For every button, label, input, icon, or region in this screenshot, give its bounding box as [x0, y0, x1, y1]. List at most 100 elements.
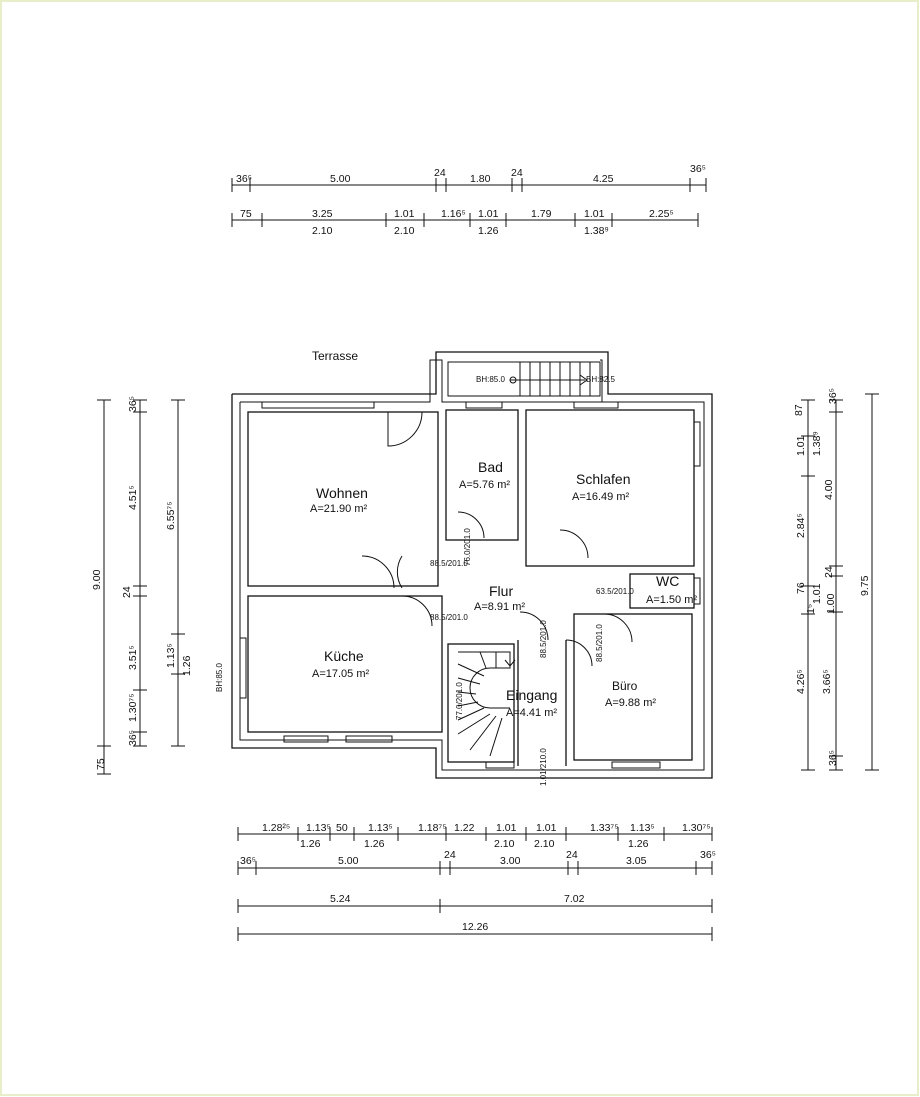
- dim-left-inner-5: 36⁵: [127, 730, 139, 746]
- dim-left-inner-1: 4.51⁵: [127, 485, 139, 510]
- dim-right-7: 1.00: [825, 593, 837, 614]
- dim-bottom2-0: 36⁵: [240, 855, 256, 867]
- dim-top2-4: 1.01: [478, 208, 499, 220]
- dim-right-4: 4.00: [823, 479, 835, 500]
- terrace-stairs: [509, 362, 591, 396]
- annot-2: BH:85.0: [215, 663, 224, 692]
- top-dimension-row-1: 36⁵ 5.00 24 1.80 24 4.25 36⁵: [231, 163, 707, 192]
- dim-bottom1-7: 1.01: [536, 822, 557, 834]
- dim-top2-l1: 2.10: [394, 225, 415, 237]
- dim-bottom3-1: 7.02: [564, 893, 585, 905]
- door-swings: [361, 411, 633, 667]
- dim-bottom2-2: 24: [444, 849, 456, 861]
- room-area-wc: A=1.50 m²: [646, 594, 697, 606]
- annot-4: 88.5/201.0: [430, 613, 468, 622]
- dim-top2-7: 2.25⁵: [649, 208, 674, 220]
- dim-right-5: 2.84⁵: [795, 513, 807, 538]
- dim-left-inner-2: 24: [121, 586, 133, 598]
- room-name-bad: Bad: [478, 459, 503, 475]
- dim-bottom1-0: 1.28²⁵: [262, 822, 290, 834]
- dim-top1-4: 24: [511, 167, 523, 179]
- dim-bottom2-5: 3.05: [626, 855, 647, 867]
- dim-top2-5: 1.79: [531, 208, 552, 220]
- dim-right-6: 24: [823, 566, 835, 578]
- dim-right-13: 36⁵: [827, 750, 839, 766]
- dim-top2-3: 1.16⁵: [441, 208, 466, 220]
- dim-bottom1-l3: 2.10: [534, 838, 555, 850]
- top-dimension-row-2: 75 3.25 1.01 1.16⁵ 1.01 1.79 1.01 2.25⁵ …: [231, 208, 699, 237]
- dim-right-8: 1.01: [811, 583, 823, 604]
- annot-8: 88.5/201.0: [595, 624, 604, 662]
- dim-bottom1-9: 1.13⁵: [630, 822, 655, 834]
- annot-3: 88.5/201.0: [430, 559, 468, 568]
- bottom-dimension-row-4: 12.26: [237, 921, 713, 941]
- dim-right-1: 36⁵: [827, 388, 839, 404]
- dim-bottom2-4: 24: [566, 849, 578, 861]
- dim-bottom2-3: 3.00: [500, 855, 521, 867]
- right-dimensions: 87 36⁵ 1.01 1.38⁹ 4.00 2.84⁵ 24 1.00 1.0…: [793, 388, 879, 771]
- dim-right-12: 4.26⁵: [795, 669, 807, 694]
- dim-right-0: 87: [793, 404, 805, 416]
- dim-top2-l3: 1.38⁹: [584, 225, 609, 237]
- dim-left-outer-0: 9.00: [91, 569, 103, 590]
- dim-bottom1-l4: 1.26: [628, 838, 649, 850]
- room-area-schlafen: A=16.49 m²: [572, 491, 630, 503]
- room-area-flur: A=8.91 m²: [474, 601, 525, 613]
- dim-top1-5: 4.25: [593, 173, 614, 185]
- room-area-wohnen: A=21.90 m²: [310, 503, 368, 515]
- dim-top2-l2: 1.26: [478, 225, 499, 237]
- dim-top1-0: 36⁵: [236, 173, 252, 185]
- room-area-eingang: A=4.41 m²: [506, 707, 557, 719]
- dim-top1-1: 5.00: [330, 173, 351, 185]
- annot-9: 77.0/201.0: [455, 682, 464, 720]
- room-area-bad: A=5.76 m²: [459, 479, 510, 491]
- room-name-wohnen: Wohnen: [316, 485, 368, 501]
- opening-annotations: BH:85.0 BH:82.5 BH:85.0 88.5/201.0 88.5/…: [215, 375, 634, 786]
- dim-bottom3-0: 5.24: [330, 893, 351, 905]
- room-area-buero: A=9.88 m²: [605, 697, 656, 709]
- bottom-dimension-row-3: 5.24 7.02: [237, 893, 713, 913]
- dim-bottom1-2: 50: [336, 822, 348, 834]
- room-labels: Wohnen A=21.90 m² Küche A=17.05 m² Bad A…: [310, 459, 697, 719]
- dim-bottom2-6: 36⁵: [700, 849, 716, 861]
- room-name-eingang: Eingang: [506, 687, 557, 703]
- dim-left-third-2: 1.26: [181, 655, 193, 676]
- dim-top2-1: 3.25: [312, 208, 333, 220]
- building-walls: [231, 351, 713, 779]
- dim-right-2: 1.01: [795, 435, 807, 456]
- annot-6: 63.5/201.0: [596, 587, 634, 596]
- dim-right-10: 1⁵: [805, 604, 817, 614]
- dim-top1-3: 1.80: [470, 173, 491, 185]
- dim-bottom1-3: 1.13⁵: [368, 822, 393, 834]
- bottom-dimension-row-2: 36⁵ 5.00 24 3.00 24 3.05 36⁵: [237, 849, 716, 875]
- dim-top1-2: 24: [434, 167, 446, 179]
- annot-10: 1.01/210.0: [539, 748, 548, 786]
- room-name-flur: Flur: [489, 583, 513, 599]
- dim-bottom1-l1: 1.26: [364, 838, 385, 850]
- dim-bottom1-l2: 2.10: [494, 838, 515, 850]
- dim-bottom1-l0: 1.26: [300, 838, 321, 850]
- bottom-dimension-row-1: 1.28²⁵ 1.13⁵ 50 1.13⁵ 1.18⁷⁵ 1.22 1.01 1…: [237, 822, 713, 850]
- dim-bottom1-8: 1.33⁷⁵: [590, 822, 619, 834]
- dim-bottom1-5: 1.22: [454, 822, 475, 834]
- dim-top1-6: 36⁵: [690, 163, 706, 175]
- dim-bottom1-4: 1.18⁷⁵: [418, 822, 447, 834]
- dim-right-9: 76: [795, 582, 807, 594]
- dim-bottom2-1: 5.00: [338, 855, 359, 867]
- dim-bottom1-10: 1.30⁷⁵: [682, 822, 711, 834]
- left-dimensions: 9.00 75 36⁵ 4.51⁵ 24 3.51⁵ 1.30⁷⁵ 36⁵ 6.…: [91, 396, 193, 775]
- dim-left-inner-0: 36⁵: [127, 396, 139, 412]
- dim-bottom1-1: 1.13⁵: [306, 822, 331, 834]
- dim-top2-2: 1.01: [394, 208, 415, 220]
- dim-right-outer-0: 9.75: [859, 575, 871, 596]
- dim-left-third-1: 1.13⁵: [165, 643, 177, 668]
- dim-top2-0: 75: [240, 208, 252, 220]
- dim-left-inner-4: 1.30⁷⁵: [127, 693, 139, 722]
- room-name-wc: WC: [656, 573, 679, 589]
- annot-7: 88.5/201.0: [539, 620, 548, 658]
- terrace-label: Terrasse: [312, 349, 358, 363]
- annot-1: BH:82.5: [586, 375, 615, 384]
